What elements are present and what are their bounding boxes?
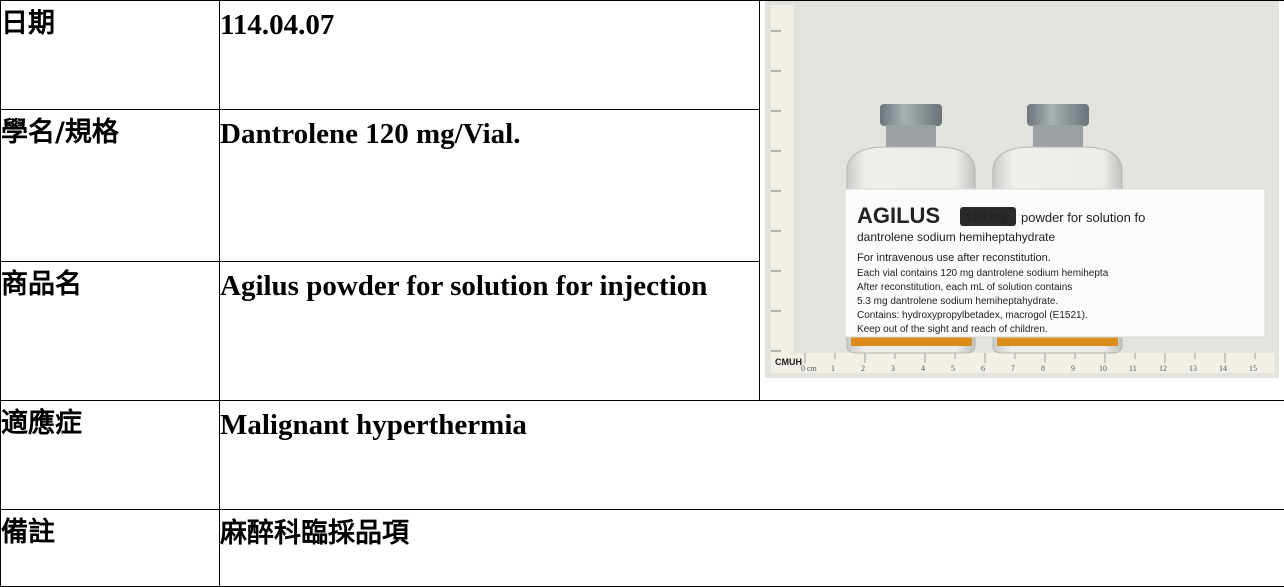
label-line: powder for solution fo (1021, 210, 1145, 225)
horizontal-ruler (771, 353, 1275, 373)
value-remarks: 麻醉科臨採品項 (219, 509, 1284, 587)
label-date: 日期 (0, 0, 220, 110)
label-line: For intravenous use after reconstitution… (857, 252, 1051, 264)
value-trade-name: Agilus powder for solution for injection (219, 261, 760, 401)
ruler-number: 11 (1129, 364, 1137, 373)
row-remarks: 備註 麻醉科臨採品項 (0, 509, 1284, 587)
ruler-number: 9 (1071, 364, 1075, 373)
ruler-number: 13 (1189, 364, 1197, 373)
ruler-number: 1 (831, 364, 835, 373)
value-date: 114.04.07 (219, 0, 760, 110)
ruler-number: 10 (1099, 364, 1107, 373)
row-generic-name: 學名/規格 Dantrolene 120 mg/Vial. (0, 109, 1284, 262)
label-line: Contains: hydroxypropylbetadex, macrogol… (857, 310, 1088, 321)
label-line: 5.3 mg dantrolene sodium hemiheptahydrat… (857, 296, 1058, 307)
product-photo-cell: CMUH 0 cm 1 2 3 4 5 6 7 8 9 10 11 12 13 … (759, 0, 1284, 401)
label-remarks: 備註 (0, 509, 220, 587)
label-indication: 適應症 (0, 400, 220, 510)
dose-badge-text: 120 mg (966, 210, 1007, 224)
value-generic-name: Dantrolene 120 mg/Vial. (219, 109, 760, 262)
ruler-number: 8 (1041, 364, 1045, 373)
label-line: Keep out of the sight and reach of child… (857, 324, 1048, 335)
label-line: After reconstitution, each mL of solutio… (857, 282, 1072, 293)
ruler-number: 12 (1159, 364, 1167, 373)
product-photo: CMUH 0 cm 1 2 3 4 5 6 7 8 9 10 11 12 13 … (765, 1, 1279, 378)
dose-badge (960, 207, 1016, 226)
ruler-unit: 0 cm (801, 364, 818, 373)
ruler-brand: CMUH (775, 357, 802, 367)
row-date: 日期 114.04.07 (0, 0, 1284, 401)
row-indication: 適應症 Malignant hyperthermia (0, 400, 1284, 510)
ruler-number: 4 (921, 364, 925, 373)
ruler-number: 6 (981, 364, 985, 373)
ruler-number: 15 (1249, 364, 1257, 373)
row-trade-name: 商品名 Agilus powder for solution for injec… (0, 261, 1284, 401)
ruler-number: 7 (1011, 364, 1015, 373)
label-generic-name: 學名/規格 (0, 109, 220, 262)
ruler-number: 2 (861, 364, 865, 373)
label-trade-name: 商品名 (0, 261, 220, 401)
label-line: Each vial contains 120 mg dantrolene sod… (857, 268, 1109, 279)
vertical-ruler (771, 5, 793, 371)
value-indication: Malignant hyperthermia (219, 400, 1284, 510)
brand-logo: AGILUS (857, 203, 940, 228)
ruler-number: 5 (951, 364, 955, 373)
label-line: dantrolene sodium hemiheptahydrate (857, 230, 1055, 244)
ruler-number: 14 (1219, 364, 1227, 373)
ruler-number: 3 (891, 364, 895, 373)
vial-label: AGILUS 120 mg powder for solution fo dan… (844, 188, 1266, 338)
